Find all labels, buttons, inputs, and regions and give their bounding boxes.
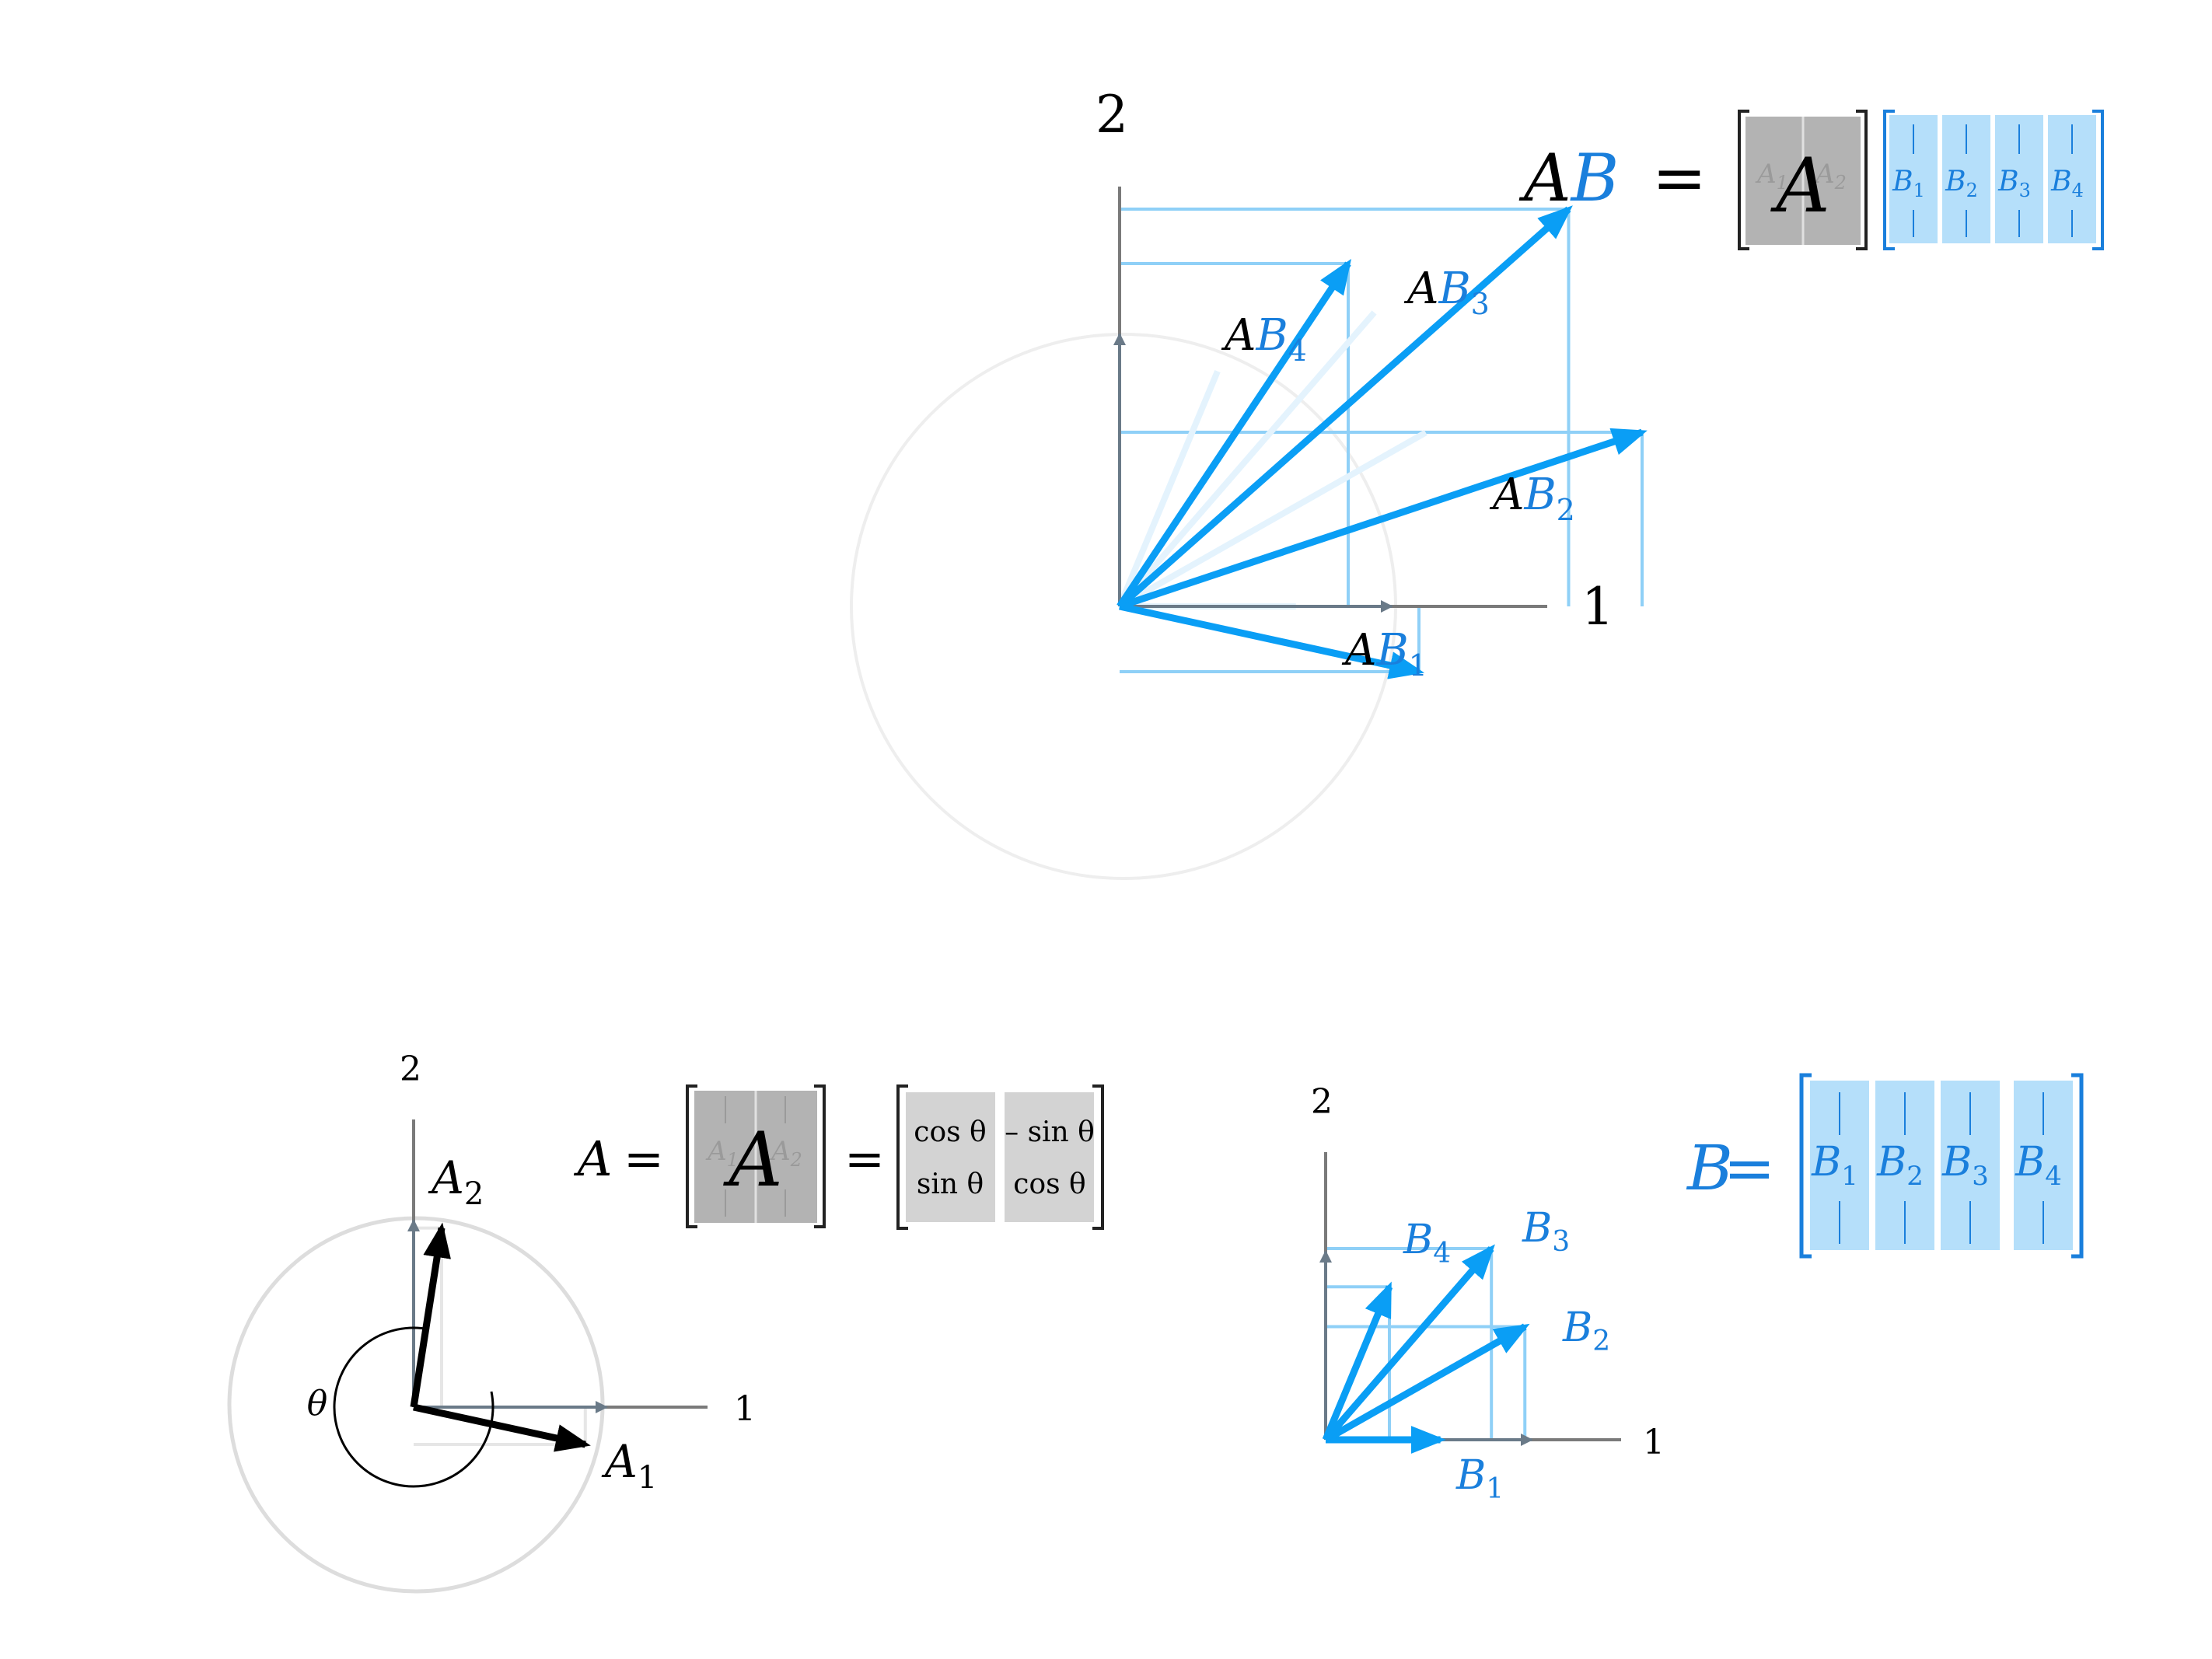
theta-arc — [333, 1326, 494, 1488]
rotation-matrix: cos θ – sin θ sin θ cos θ — [896, 1084, 1104, 1230]
ab-equation: AB = A1 A2 A B1 B2 B3 — [1518, 110, 2104, 250]
b-eq-lhs: B — [1686, 1132, 1733, 1204]
a-eq-a-matrix: A1 A2 A — [686, 1084, 826, 1228]
svg-text:A: A — [1770, 142, 1829, 229]
b-equation: B = B1 B2 B3 B4 — [1686, 1073, 2084, 1259]
svg-text:B1: B1 — [1892, 166, 1925, 201]
label-ab2: AB2 — [1489, 470, 1575, 527]
x-axis-label: 1 — [1581, 577, 1614, 637]
a-vector-2 — [410, 1222, 451, 1408]
b-vector-3 — [1323, 1244, 1495, 1442]
svg-text:A1: A1 — [1755, 159, 1788, 194]
y-axis-label: 2 — [1096, 85, 1128, 145]
a-eq-equals-1: = — [624, 1130, 664, 1187]
a-diagram: 2 1 θ A1 A2 — [227, 1050, 756, 1594]
ab-vector-3 — [1117, 205, 1573, 609]
label-b4: B4 — [1403, 1217, 1451, 1270]
svg-text:A2: A2 — [1813, 159, 1847, 194]
label-ab4: AB4 — [1221, 310, 1307, 368]
y-axis-label: 2 — [400, 1050, 421, 1089]
ab-vectors — [1116, 205, 1648, 679]
label-b1: B1 — [1455, 1452, 1504, 1505]
label-a2: A2 — [428, 1151, 484, 1212]
ab-eq-b-matrix: B1 B2 B3 B4 — [1883, 110, 2104, 250]
b-eq-b-matrix: B1 B2 B3 B4 — [1799, 1073, 2084, 1259]
x-axis-label: 1 — [1643, 1423, 1665, 1462]
label-ab3: AB3 — [1403, 264, 1490, 321]
rotation-r1c1: cos θ — [914, 1116, 986, 1148]
theta-label: θ — [307, 1384, 328, 1423]
a-vectors — [410, 1222, 591, 1452]
label-b2: B2 — [1562, 1304, 1610, 1357]
a-equation: A = A1 A2 A = cos θ – sin θ sin θ cos θ — [574, 1084, 1104, 1230]
svg-text:B3: B3 — [1997, 166, 2031, 201]
rotation-r2c1: sin θ — [917, 1168, 984, 1200]
label-b3: B3 — [1522, 1205, 1570, 1258]
ab-eq-equals: = — [1652, 140, 1707, 216]
ab-eq-a-matrix: A1 A2 A — [1738, 110, 1868, 250]
svg-text:B2: B2 — [1876, 1139, 1924, 1192]
x-axis-label: 1 — [734, 1389, 756, 1429]
rotation-r1c2: – sin θ — [1005, 1116, 1095, 1148]
svg-text:B3: B3 — [1941, 1139, 1989, 1192]
b-vector-2 — [1323, 1323, 1530, 1443]
ab-projection-grid — [1120, 208, 1644, 673]
a-eq-equals-2: = — [844, 1130, 885, 1187]
ab-diagram: 2 1 AB1 AB2 AB3 AB4 — [850, 85, 1648, 880]
ab-vector-2 — [1118, 428, 1648, 610]
b-diagram: 2 1 B1 B2 B3 B4 — [1311, 1082, 1665, 1505]
rotation-r2c2: cos θ — [1013, 1168, 1085, 1200]
ab-eq-lhs: AB — [1518, 140, 1619, 216]
svg-text:A2: A2 — [769, 1136, 802, 1171]
ab-faint-b-vector-4 — [1116, 370, 1221, 608]
svg-text:B2: B2 — [1945, 166, 1978, 201]
b-vector-4 — [1322, 1281, 1393, 1441]
svg-text:A: A — [722, 1116, 782, 1203]
a-vector-1 — [413, 1403, 591, 1452]
label-a1: A1 — [601, 1435, 657, 1496]
y-axis-label: 2 — [1311, 1082, 1333, 1122]
svg-text:B4: B4 — [2050, 166, 2084, 201]
b-eq-equals: = — [1723, 1132, 1775, 1204]
a-eq-lhs: A — [574, 1130, 613, 1187]
ab-vector-4 — [1116, 259, 1351, 609]
svg-text:B4: B4 — [2015, 1139, 2062, 1192]
svg-text:B1: B1 — [1811, 1139, 1858, 1192]
label-ab1: AB1 — [1341, 625, 1427, 683]
svg-text:A1: A1 — [705, 1136, 739, 1171]
b-vectors — [1322, 1244, 1530, 1454]
ab-faint-b-vector-2 — [1118, 429, 1427, 609]
ab-vector-1 — [1119, 602, 1425, 679]
ab-faint-b-vector-3 — [1116, 310, 1377, 609]
